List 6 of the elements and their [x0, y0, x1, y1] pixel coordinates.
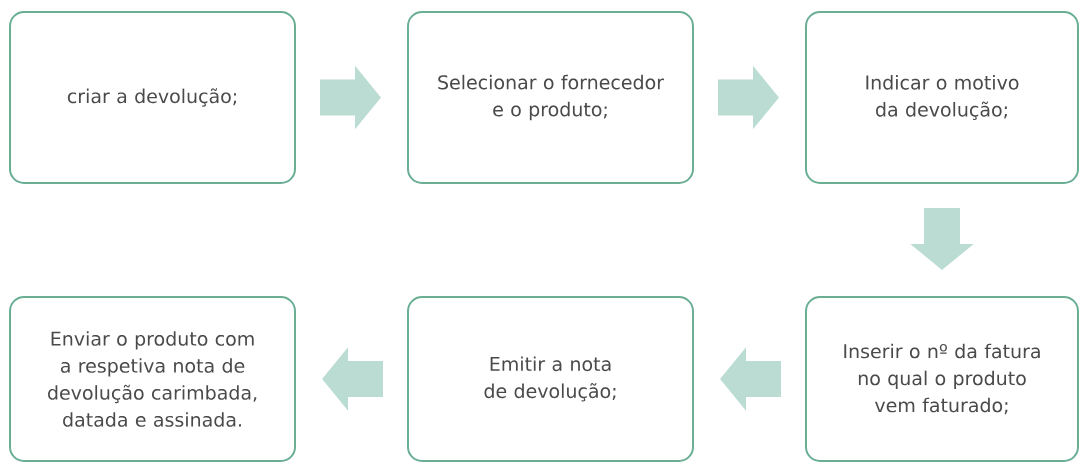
process-box: criar a devolução;	[9, 11, 296, 184]
process-box: Selecionar o fornecedor e o produto;	[407, 11, 694, 184]
process-box: Enviar o produto com a respetiva nota de devolução carimbada, datada e assinada.	[9, 296, 296, 462]
process-box: Inserir o nº da fatura no qual o produto vem faturado;	[805, 296, 1079, 462]
process-box: Emitir a nota de devolução;	[407, 296, 694, 462]
process-box: Indicar o motivo da devolução;	[805, 11, 1079, 184]
